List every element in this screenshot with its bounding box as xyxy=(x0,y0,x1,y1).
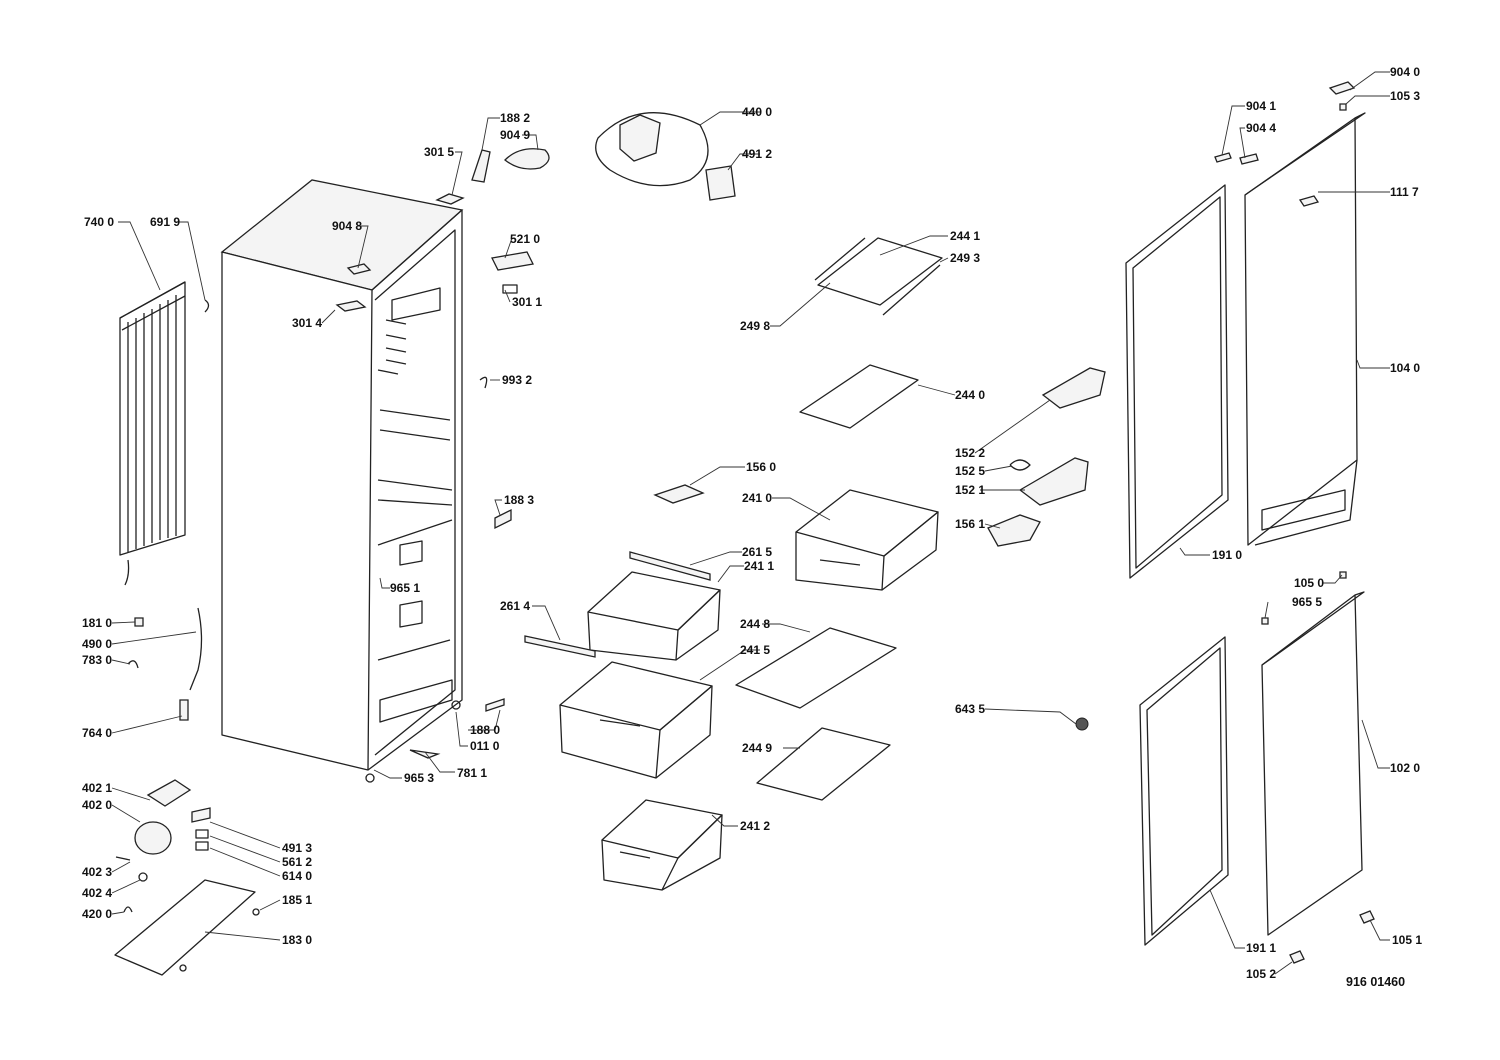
part-label-4200: 420 0 xyxy=(82,907,112,921)
part-label-1522: 152 2 xyxy=(955,446,985,460)
part-label-1883: 188 3 xyxy=(504,493,534,507)
part-label-6435: 643 5 xyxy=(955,702,985,716)
part-label-1052: 105 2 xyxy=(1246,967,1276,981)
part-labels: 904 0 105 3 904 1 904 4 111 7 440 0 491 … xyxy=(82,65,1422,989)
part-label-1560: 156 0 xyxy=(746,460,776,474)
part-label-9049: 904 9 xyxy=(500,128,530,142)
diagram-id: 916 01460 xyxy=(1346,975,1405,989)
part-label-2615: 261 5 xyxy=(742,545,772,559)
part-label-9044: 904 4 xyxy=(1246,121,1276,135)
part-label-7400: 740 0 xyxy=(84,215,114,229)
part-label-3014: 301 4 xyxy=(292,316,322,330)
part-label-5210: 521 0 xyxy=(510,232,540,246)
part-label-1561: 156 1 xyxy=(955,517,985,531)
part-label-7640: 764 0 xyxy=(82,726,112,740)
part-label-1051: 105 1 xyxy=(1392,933,1422,947)
part-label-7830: 783 0 xyxy=(82,653,112,667)
part-label-6140: 614 0 xyxy=(282,869,312,883)
leader-lines xyxy=(111,71,1390,975)
part-label-9655: 965 5 xyxy=(1292,595,1322,609)
top-small-parts xyxy=(335,112,736,530)
part-label-2614: 261 4 xyxy=(500,599,530,613)
part-label-1525: 152 5 xyxy=(955,464,985,478)
glass-shelves xyxy=(735,237,943,801)
part-label-2449: 244 9 xyxy=(742,741,772,755)
part-label-1020: 102 0 xyxy=(1390,761,1420,775)
part-label-4913: 491 3 xyxy=(282,841,312,855)
part-label-2440: 244 0 xyxy=(955,388,985,402)
part-label-5612: 561 2 xyxy=(282,855,312,869)
part-label-1810: 181 0 xyxy=(82,616,112,630)
part-label-2448: 244 8 xyxy=(740,617,770,631)
condenser-coil xyxy=(119,281,210,586)
part-label-7811: 781 1 xyxy=(457,766,487,780)
part-label-4900: 490 0 xyxy=(82,637,112,651)
part-label-4020: 402 0 xyxy=(82,798,112,812)
part-label-1050: 105 0 xyxy=(1294,576,1324,590)
part-label-1830: 183 0 xyxy=(282,933,312,947)
refrigerator-cabinet xyxy=(220,179,464,783)
part-label-4912: 491 2 xyxy=(742,147,772,161)
part-label-1040: 104 0 xyxy=(1390,361,1420,375)
part-label-2441: 244 1 xyxy=(950,229,980,243)
part-label-4023: 402 3 xyxy=(82,865,112,879)
part-label-2415: 241 5 xyxy=(740,643,770,657)
part-label-3011: 301 1 xyxy=(512,295,542,309)
part-label-1911: 191 1 xyxy=(1246,941,1276,955)
part-label-1880: 188 0 xyxy=(470,723,500,737)
part-label-6919: 691 9 xyxy=(150,215,180,229)
part-label-0110: 011 0 xyxy=(470,739,500,753)
part-label-2410: 241 0 xyxy=(742,491,772,505)
part-label-2493: 249 3 xyxy=(950,251,980,265)
part-label-9040: 904 0 xyxy=(1390,65,1420,79)
part-label-1521: 152 1 xyxy=(955,483,985,497)
part-label-4400: 440 0 xyxy=(742,105,772,119)
part-label-3015: 301 5 xyxy=(424,145,454,159)
part-label-1851: 185 1 xyxy=(282,893,312,907)
part-label-9651: 965 1 xyxy=(390,581,420,595)
part-label-1053: 105 3 xyxy=(1390,89,1420,103)
crisper-drawers xyxy=(524,484,939,891)
doors xyxy=(1075,81,1375,964)
part-label-1910: 191 0 xyxy=(1212,548,1242,562)
part-label-4021: 402 1 xyxy=(82,781,112,795)
part-label-4024: 402 4 xyxy=(82,886,112,900)
part-label-2498: 249 8 xyxy=(740,319,770,333)
door-bins xyxy=(987,367,1106,547)
part-label-9041: 904 1 xyxy=(1246,99,1276,113)
part-label-1882: 188 2 xyxy=(500,111,530,125)
part-label-1117: 111 7 xyxy=(1390,185,1419,199)
compressor-and-base xyxy=(114,607,505,976)
part-label-9048: 904 8 xyxy=(332,219,362,233)
part-label-9653: 965 3 xyxy=(404,771,434,785)
part-label-2411: 241 1 xyxy=(744,559,774,573)
part-label-9932: 993 2 xyxy=(502,373,532,387)
part-label-2412: 241 2 xyxy=(740,819,770,833)
